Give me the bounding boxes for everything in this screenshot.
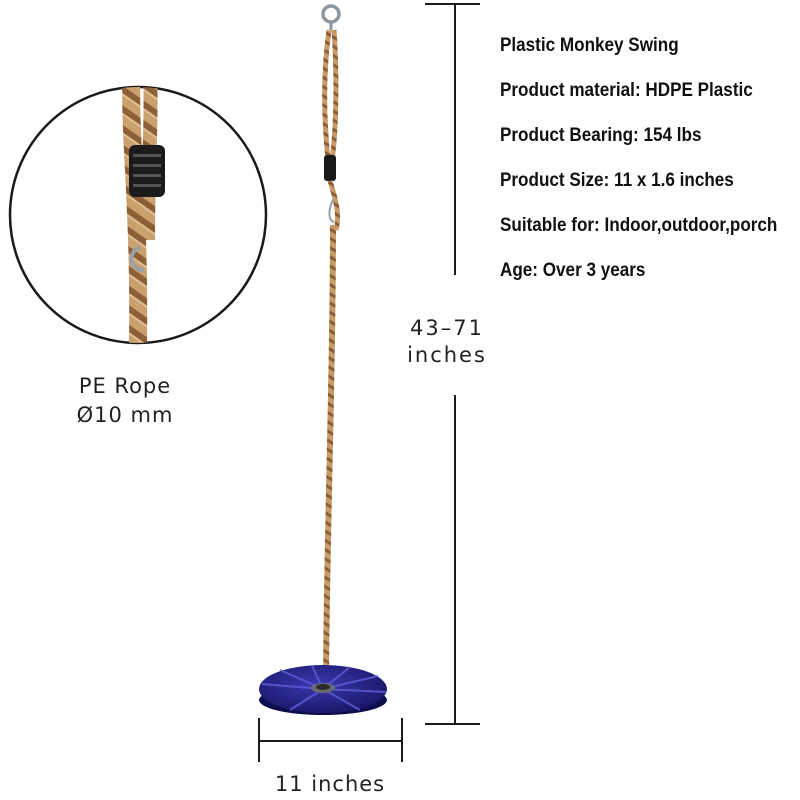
height-dimension-line bbox=[425, 3, 480, 725]
rope-name-label: PE Rope bbox=[78, 374, 172, 398]
spec-material: Product material: HDPE Plastic bbox=[500, 80, 753, 101]
spec-bearing: Product Bearing: 154 lbs bbox=[500, 125, 702, 146]
rope-clamp-small bbox=[324, 155, 336, 181]
rope-main bbox=[323, 224, 336, 681]
rope-diameter-label: Ø10 mm bbox=[76, 403, 174, 427]
rope-upper bbox=[322, 29, 341, 231]
spec-suitable: Suitable for: Indoor,outdoor,porch bbox=[500, 215, 778, 236]
spec-size: Product Size: 11 x 1.6 inches bbox=[500, 170, 734, 191]
width-dimension-line bbox=[258, 718, 403, 762]
hanging-ring bbox=[321, 4, 341, 24]
rope-clamp bbox=[129, 145, 165, 197]
width-label: 11 inches bbox=[274, 772, 386, 796]
product-specs: Plastic Monkey Swing Product material: H… bbox=[500, 30, 795, 300]
rope-detail-circle bbox=[8, 85, 268, 345]
height-value-label: 43–71 bbox=[410, 316, 484, 340]
spec-age: Age: Over 3 years bbox=[500, 260, 646, 281]
height-unit-label: inches bbox=[407, 343, 487, 367]
spec-title: Plastic Monkey Swing bbox=[500, 35, 679, 56]
swing-seat bbox=[259, 665, 387, 715]
